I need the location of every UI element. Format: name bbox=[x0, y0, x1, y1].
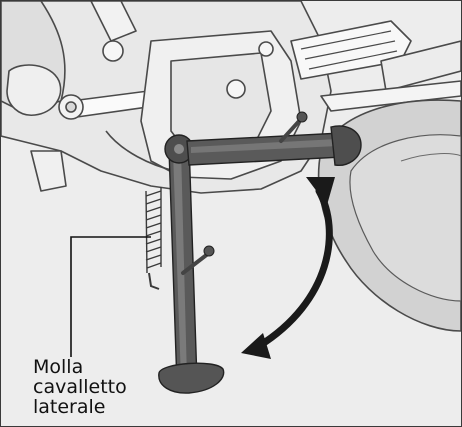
callout-label: Molla cavalletto laterale bbox=[33, 357, 127, 417]
curved-double-arrow-icon bbox=[241, 177, 335, 359]
callout-label-line-1: Molla bbox=[33, 357, 127, 377]
callout-label-line-3: laterale bbox=[33, 397, 127, 417]
callout-leader-line bbox=[71, 237, 151, 357]
callout-label-line-2: cavalletto bbox=[33, 377, 127, 397]
stand-spring bbox=[146, 187, 161, 289]
